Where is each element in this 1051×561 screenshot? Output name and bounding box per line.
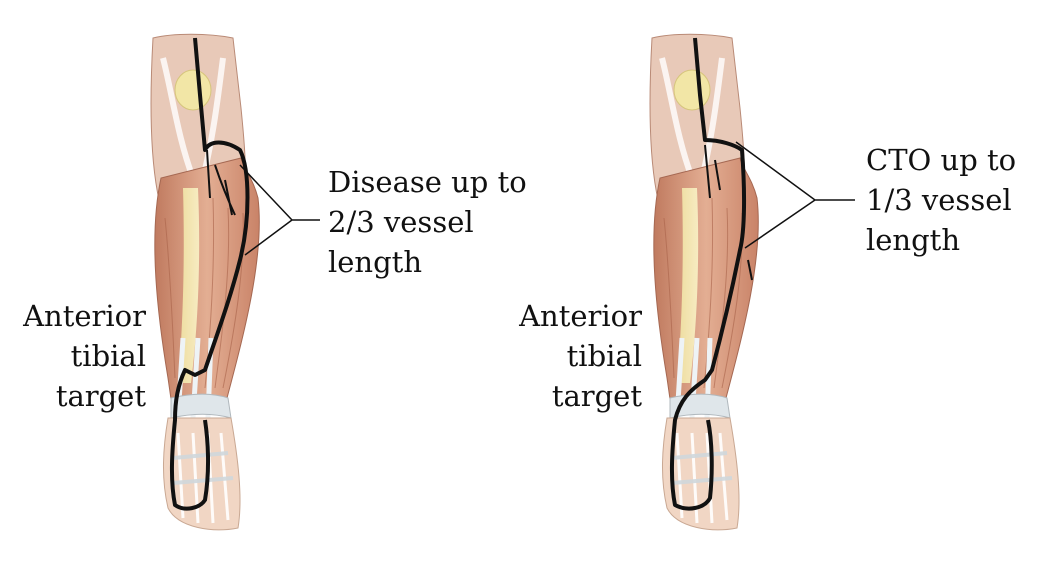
left-callout-line-2: 2/3 vessel [328,205,474,239]
right-callout-line-3: length [866,223,961,257]
right-leg-illustration [650,34,758,530]
right-vessel-path [669,37,747,511]
right-callout-line-1: CTO up to [866,143,1017,177]
left-callout-line-3: length [328,245,423,279]
left-target-line-3: target [55,379,146,413]
right-vessel-branches [704,144,753,281]
right-callout-bracket [735,141,855,249]
right-target-label: Anterior tibial target [512,296,642,416]
right-callout-line-2: 1/3 vessel [866,183,1012,217]
left-callout-label: Disease up to 2/3 vessel length [328,162,527,282]
right-target-line-1: Anterior [519,299,642,333]
left-target-label: Anterior tibial target [18,296,146,416]
left-target-line-1: Anterior [23,299,146,333]
left-leg-illustration [151,34,259,530]
right-target-line-2: tibial [566,339,642,373]
left-vessel-path [169,37,250,511]
left-callout-line-1: Disease up to [328,165,527,199]
left-vessel-branches [206,149,236,216]
right-callout-label: CTO up to 1/3 vessel length [866,140,1016,260]
left-callout-bracket [239,164,320,256]
right-target-line-3: target [551,379,642,413]
left-target-line-2: tibial [70,339,146,373]
